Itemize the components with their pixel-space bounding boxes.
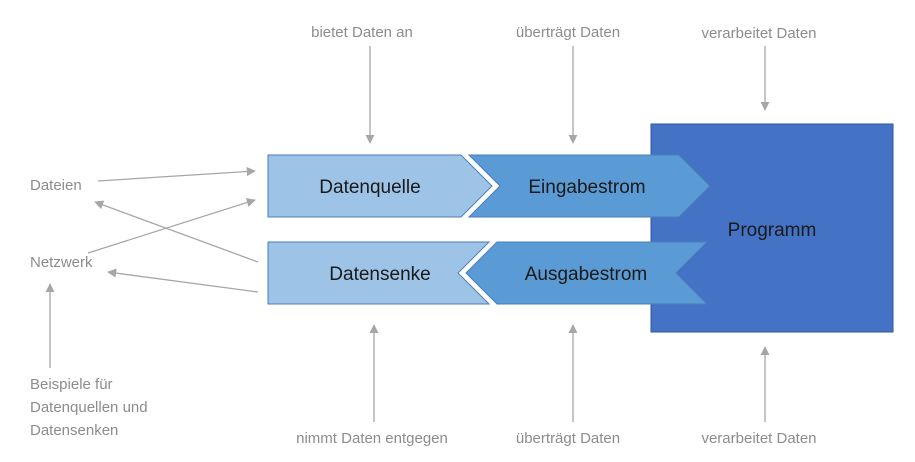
datenquelle-shape xyxy=(267,154,493,218)
ausgabestrom-shape xyxy=(465,241,709,305)
program-label: Programm xyxy=(728,220,817,241)
label-netzwerk: Netzwerk xyxy=(30,254,93,271)
label-verarbeitet-daten-bottom: verarbeitet Daten xyxy=(701,430,816,447)
datensenke-label: Datensenke xyxy=(329,264,430,285)
eingabestrom-label: Eingabestrom xyxy=(528,177,645,198)
label-beispiele-2: Datenquellen und xyxy=(30,399,148,416)
ausgabestrom-label: Ausgabestrom xyxy=(525,264,648,285)
label-uebertraegt-daten-bottom: überträgt Daten xyxy=(516,430,620,447)
label-beispiele-1: Beispiele für xyxy=(30,376,113,393)
label-dateien: Dateien xyxy=(30,177,82,194)
label-nimmt-daten-entgegen: nimmt Daten entgegen xyxy=(296,430,448,447)
eingabestrom-shape xyxy=(467,154,711,218)
arrow-dateien-to-source xyxy=(97,166,256,182)
label-bietet-daten-an: bietet Daten an xyxy=(311,24,413,41)
arrow-netzwerk-to-source xyxy=(87,198,256,254)
label-uebertraegt-daten-top: überträgt Daten xyxy=(516,24,620,41)
arrow-sink-to-netzwerk xyxy=(107,268,259,293)
datenquelle-label: Datenquelle xyxy=(319,177,420,198)
label-verarbeitet-daten-top: verarbeitet Daten xyxy=(701,25,816,42)
arrow-sink-to-dateien xyxy=(94,200,259,263)
datensenke-shape xyxy=(267,241,491,305)
label-beispiele-3: Datensenken xyxy=(30,422,118,439)
